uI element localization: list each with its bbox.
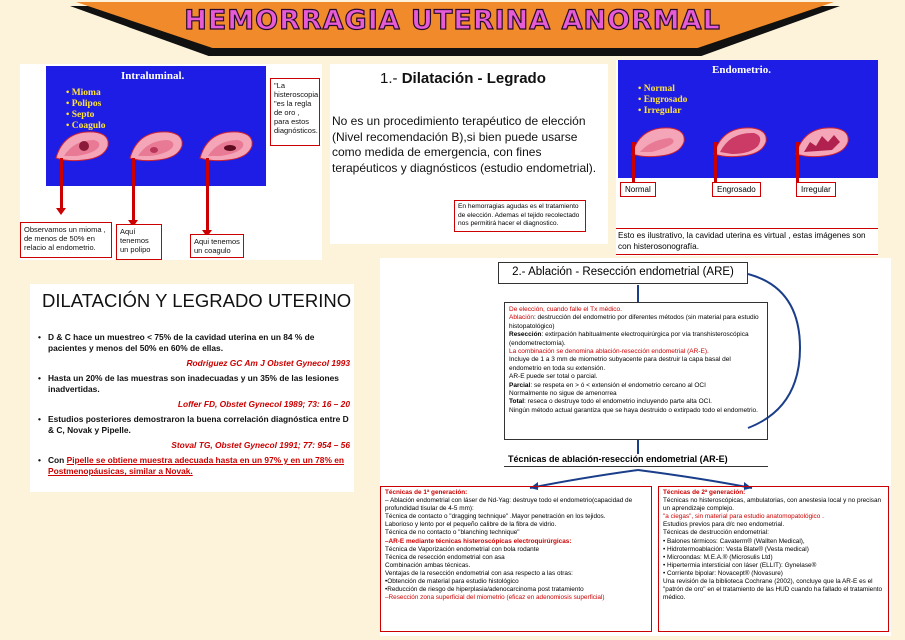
tecnicas-2-generacion: Técnicas de 2ª generación: Técnicas no h… — [658, 486, 889, 632]
list-item: Normal — [638, 84, 687, 95]
uterus-coagulo-icon — [199, 131, 253, 162]
citation: Rodriguez GC Am J Obstet Gynecol 1993 — [186, 358, 350, 368]
arrow-stem — [796, 142, 799, 182]
uterus-mioma-icon — [55, 131, 109, 162]
list-item: Polipos — [66, 99, 106, 110]
histeroscopia-note: "La histeroscopia "es la regla de oro , … — [270, 78, 320, 146]
title-banner — [70, 2, 840, 58]
tecnicas-1-generacion: Técnicas de 1ª generación: – Ablación en… — [380, 486, 652, 632]
banner-ribbon — [76, 2, 834, 48]
citation: Loffer FD, Obstet Gynecol 1989; 73: 16 –… — [177, 399, 350, 409]
list-item: Coagulo — [66, 121, 106, 132]
list-item: Engrosado — [638, 95, 688, 106]
label-normal: Normal — [620, 182, 656, 197]
mioma-note: Observamos un mioma , de menos de 50% en… — [20, 222, 112, 258]
intraluminal-heading: Intraluminal. — [121, 70, 185, 82]
label-engrosado: Engrosado — [712, 182, 761, 197]
connector-lines — [529, 273, 802, 490]
list-item: Septo — [66, 110, 106, 121]
list-item: D & C hace un muestreo < 75% de la cavid… — [38, 332, 350, 354]
uterus-normal-icon — [631, 127, 685, 158]
arrow-stem — [206, 158, 209, 230]
arrow-stem — [60, 158, 63, 208]
label-irregular: Irregular — [796, 182, 836, 197]
endometrio-illustration: Endometrio. Normal Engrosado Irregular — [618, 60, 878, 178]
tecnicas-title: Técnicas de ablación-resección endometri… — [504, 452, 768, 467]
endometrio-panel: Endometrio. Normal Engrosado Irregular N… — [616, 60, 878, 256]
intraluminal-list: Mioma Polipos Septo Coagulo — [66, 88, 106, 132]
ablacion-panel: 2.- Ablación - Resección endometrial (AR… — [380, 258, 891, 636]
dyl-list: D & C hace un muestreo < 75% de la cavid… — [38, 332, 350, 478]
list-item: Irregular — [638, 106, 687, 117]
arrow-down-icon — [202, 230, 212, 237]
dyl-heading: DILATACIÓN Y LEGRADO UTERINO — [42, 290, 352, 311]
arrow-down-icon — [56, 208, 66, 215]
intraluminal-panel: Intraluminal. Mioma Polipos Septo Coagul… — [20, 64, 322, 260]
page-title: HEMORRAGIA UTERINA ANORMAL — [184, 4, 721, 36]
list-item: Estudios posteriores demostraron la buen… — [38, 414, 350, 436]
list-item: Mioma — [66, 88, 106, 99]
uterus-engrosado-icon — [713, 127, 767, 158]
dilatacion-title: 1.- Dilatación - Legrado — [380, 70, 546, 87]
ablacion-main-box: De elección, cuando falle el Tx médico. … — [504, 302, 768, 440]
list-item: Con Pipelle se obtiene muestra adecuada … — [38, 455, 350, 477]
polipo-note: Aquí tenemos un polipo — [116, 224, 162, 260]
uterus-polipo-icon — [129, 131, 183, 162]
arrow-stem — [714, 142, 717, 182]
arrow-down-icon — [128, 220, 138, 227]
intraluminal-illustration: Intraluminal. Mioma Polipos Septo Coagul… — [46, 66, 266, 186]
list-item: Hasta un 20% de las muestras son inadecu… — [38, 373, 350, 395]
coagulo-note: Aqui tenemos un coagulo — [190, 234, 244, 258]
dilatacion-note: En hemorragias agudas es el tratamiento … — [454, 200, 586, 232]
arrow-stem — [632, 142, 635, 182]
endometrio-list: Normal Engrosado Irregular — [638, 84, 688, 117]
dyl-panel: DILATACIÓN Y LEGRADO UTERINO D & C hace … — [30, 284, 354, 492]
citation: Stoval TG, Obstet Gynecol 1991; 77: 954 … — [171, 440, 350, 450]
uterus-irregular-icon — [795, 127, 849, 158]
dilatacion-panel: 1.- Dilatación - Legrado No es un proced… — [330, 64, 608, 244]
ablacion-title: 2.- Ablación - Resección endometrial (AR… — [498, 262, 748, 284]
endometrio-heading: Endometrio. — [712, 64, 771, 76]
endometrio-footer: Esto es ilustrativo, la cavidad uterina … — [616, 228, 878, 255]
arrow-stem — [132, 158, 135, 220]
dilatacion-body: No es un procedimiento terapéutico de el… — [332, 114, 597, 175]
